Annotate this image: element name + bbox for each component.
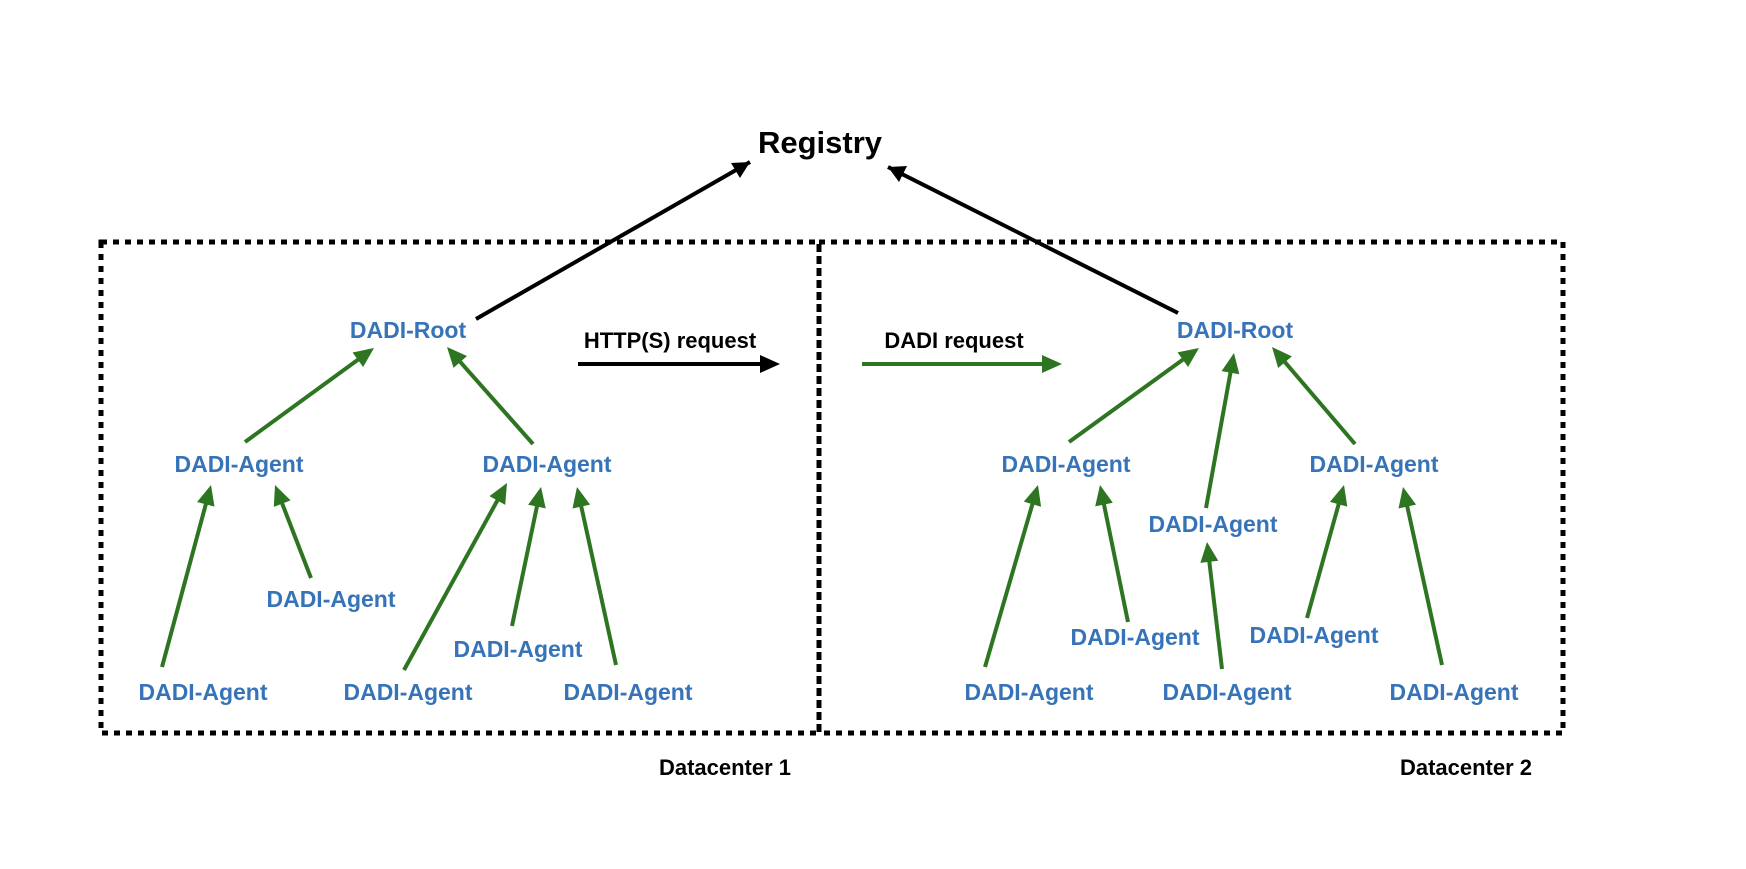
dc1-dadi-agent-leaf-a2: DADI-Agent <box>266 586 395 612</box>
dc1-agent-b-to-root-arrow <box>457 359 535 446</box>
dc1-leaf-b2-to-agent-b-arrowhead <box>528 487 546 509</box>
dadi-request-label: DADI request <box>884 328 1024 353</box>
dc2-leaf-mid-to-agent-mid-arrow <box>1207 559 1224 670</box>
dc2-dadi-agent-leaf-a2: DADI-Agent <box>1070 624 1199 650</box>
dc2-agent-a-to-root-arrowhead <box>1177 348 1199 368</box>
dc1-agent-a-to-root-arrowhead <box>352 348 374 368</box>
dc1-leaf-b3-to-agent-b-arrowhead <box>572 487 591 509</box>
dc2-agent-a-to-root-arrow <box>1067 356 1186 444</box>
dc2-leaf-b1-to-agent-b-arrow <box>1305 501 1342 619</box>
datacenter-2-label: Datacenter 2 <box>1400 755 1532 780</box>
root2-to-registry-arrowhead <box>888 166 907 182</box>
dc2-leaf-mid-to-agent-mid-arrowhead <box>1200 542 1219 563</box>
dc1-dadi-agent-b: DADI-Agent <box>482 451 611 477</box>
dc1-agent-b-to-root-arrowhead <box>447 347 468 368</box>
registry-label: Registry <box>758 125 883 160</box>
dc2-agent-mid-to-root-arrowhead <box>1221 353 1240 375</box>
dc2-dadi-agent-leaf-mid: DADI-Agent <box>1162 679 1291 705</box>
dc2-leaf-b2-to-agent-b-arrowhead <box>1398 487 1417 509</box>
dc1-leaf-b1-to-agent-b-arrowhead <box>489 483 507 505</box>
dc1-dadi-agent-leaf-b3: DADI-Agent <box>563 679 692 705</box>
dc1-leaf-a1-to-agent-a-arrowhead <box>197 485 215 507</box>
dc1-leaf-b1-to-agent-b-arrow <box>402 497 501 671</box>
dc1-leaf-b3-to-agent-b-arrow <box>578 504 618 666</box>
dc1-dadi-agent-a: DADI-Agent <box>174 451 303 477</box>
green-arrows-group <box>160 347 1444 671</box>
dc2-dadi-root: DADI-Root <box>1177 317 1294 343</box>
dc1-leaf-b2-to-agent-b-arrow <box>510 504 540 627</box>
dc1-leaf-a2-to-agent-a-arrowhead <box>273 485 291 507</box>
dc2-leaf-a1-to-agent-a-arrow <box>983 501 1035 668</box>
dc2-dadi-agent-leaf-b2: DADI-Agent <box>1389 679 1518 705</box>
root1-to-registry-arrowhead <box>731 162 750 178</box>
dc1-leaf-a2-to-agent-a-arrow <box>279 501 313 579</box>
root2-to-registry-arrow <box>887 165 1179 315</box>
dc2-dadi-agent-leaf-b1: DADI-Agent <box>1249 622 1378 648</box>
dc1-dadi-agent-leaf-b1: DADI-Agent <box>343 679 472 705</box>
dc2-leaf-a2-to-agent-a-arrowhead <box>1095 485 1113 507</box>
dc1-leaf-a1-to-agent-a-arrow <box>160 501 209 668</box>
registry-connections <box>475 160 1179 321</box>
root1-to-registry-arrow <box>475 160 751 321</box>
datacenter-2-nodes: DADI-Root DADI-Agent DADI-Agent DADI-Age… <box>964 317 1518 705</box>
dc1-dadi-agent-leaf-a1: DADI-Agent <box>138 679 267 705</box>
dc2-dadi-agent-leaf-a1: DADI-Agent <box>964 679 1093 705</box>
datacenter-1-label: Datacenter 1 <box>659 755 791 780</box>
dc2-leaf-b1-to-agent-b-arrowhead <box>1329 485 1348 507</box>
dc2-agent-b-to-root-arrow <box>1282 359 1357 446</box>
http-request-label: HTTP(S) request <box>584 328 757 353</box>
dc2-leaf-a2-to-agent-a-arrow <box>1101 502 1130 623</box>
dc2-leaf-a1-to-agent-a-arrowhead <box>1023 485 1042 507</box>
dc1-agent-a-to-root-arrow <box>243 356 361 444</box>
dc1-dadi-root: DADI-Root <box>350 317 467 343</box>
dc2-dadi-agent-a: DADI-Agent <box>1001 451 1130 477</box>
http-request-arrowhead <box>760 355 780 373</box>
dc2-leaf-b2-to-agent-b-arrow <box>1404 504 1444 666</box>
dadi-request-arrowhead <box>1042 355 1062 373</box>
dc2-dadi-agent-mid: DADI-Agent <box>1148 511 1277 537</box>
dc2-dadi-agent-b: DADI-Agent <box>1309 451 1438 477</box>
dc1-dadi-agent-leaf-b2: DADI-Agent <box>453 636 582 662</box>
dc2-agent-b-to-root-arrowhead <box>1272 347 1292 369</box>
datacenter-2-box <box>816 239 1566 736</box>
dc2-agent-mid-to-root-arrow <box>1204 370 1233 509</box>
datacenter-1-nodes: DADI-Root DADI-Agent DADI-Agent DADI-Age… <box>138 317 692 705</box>
